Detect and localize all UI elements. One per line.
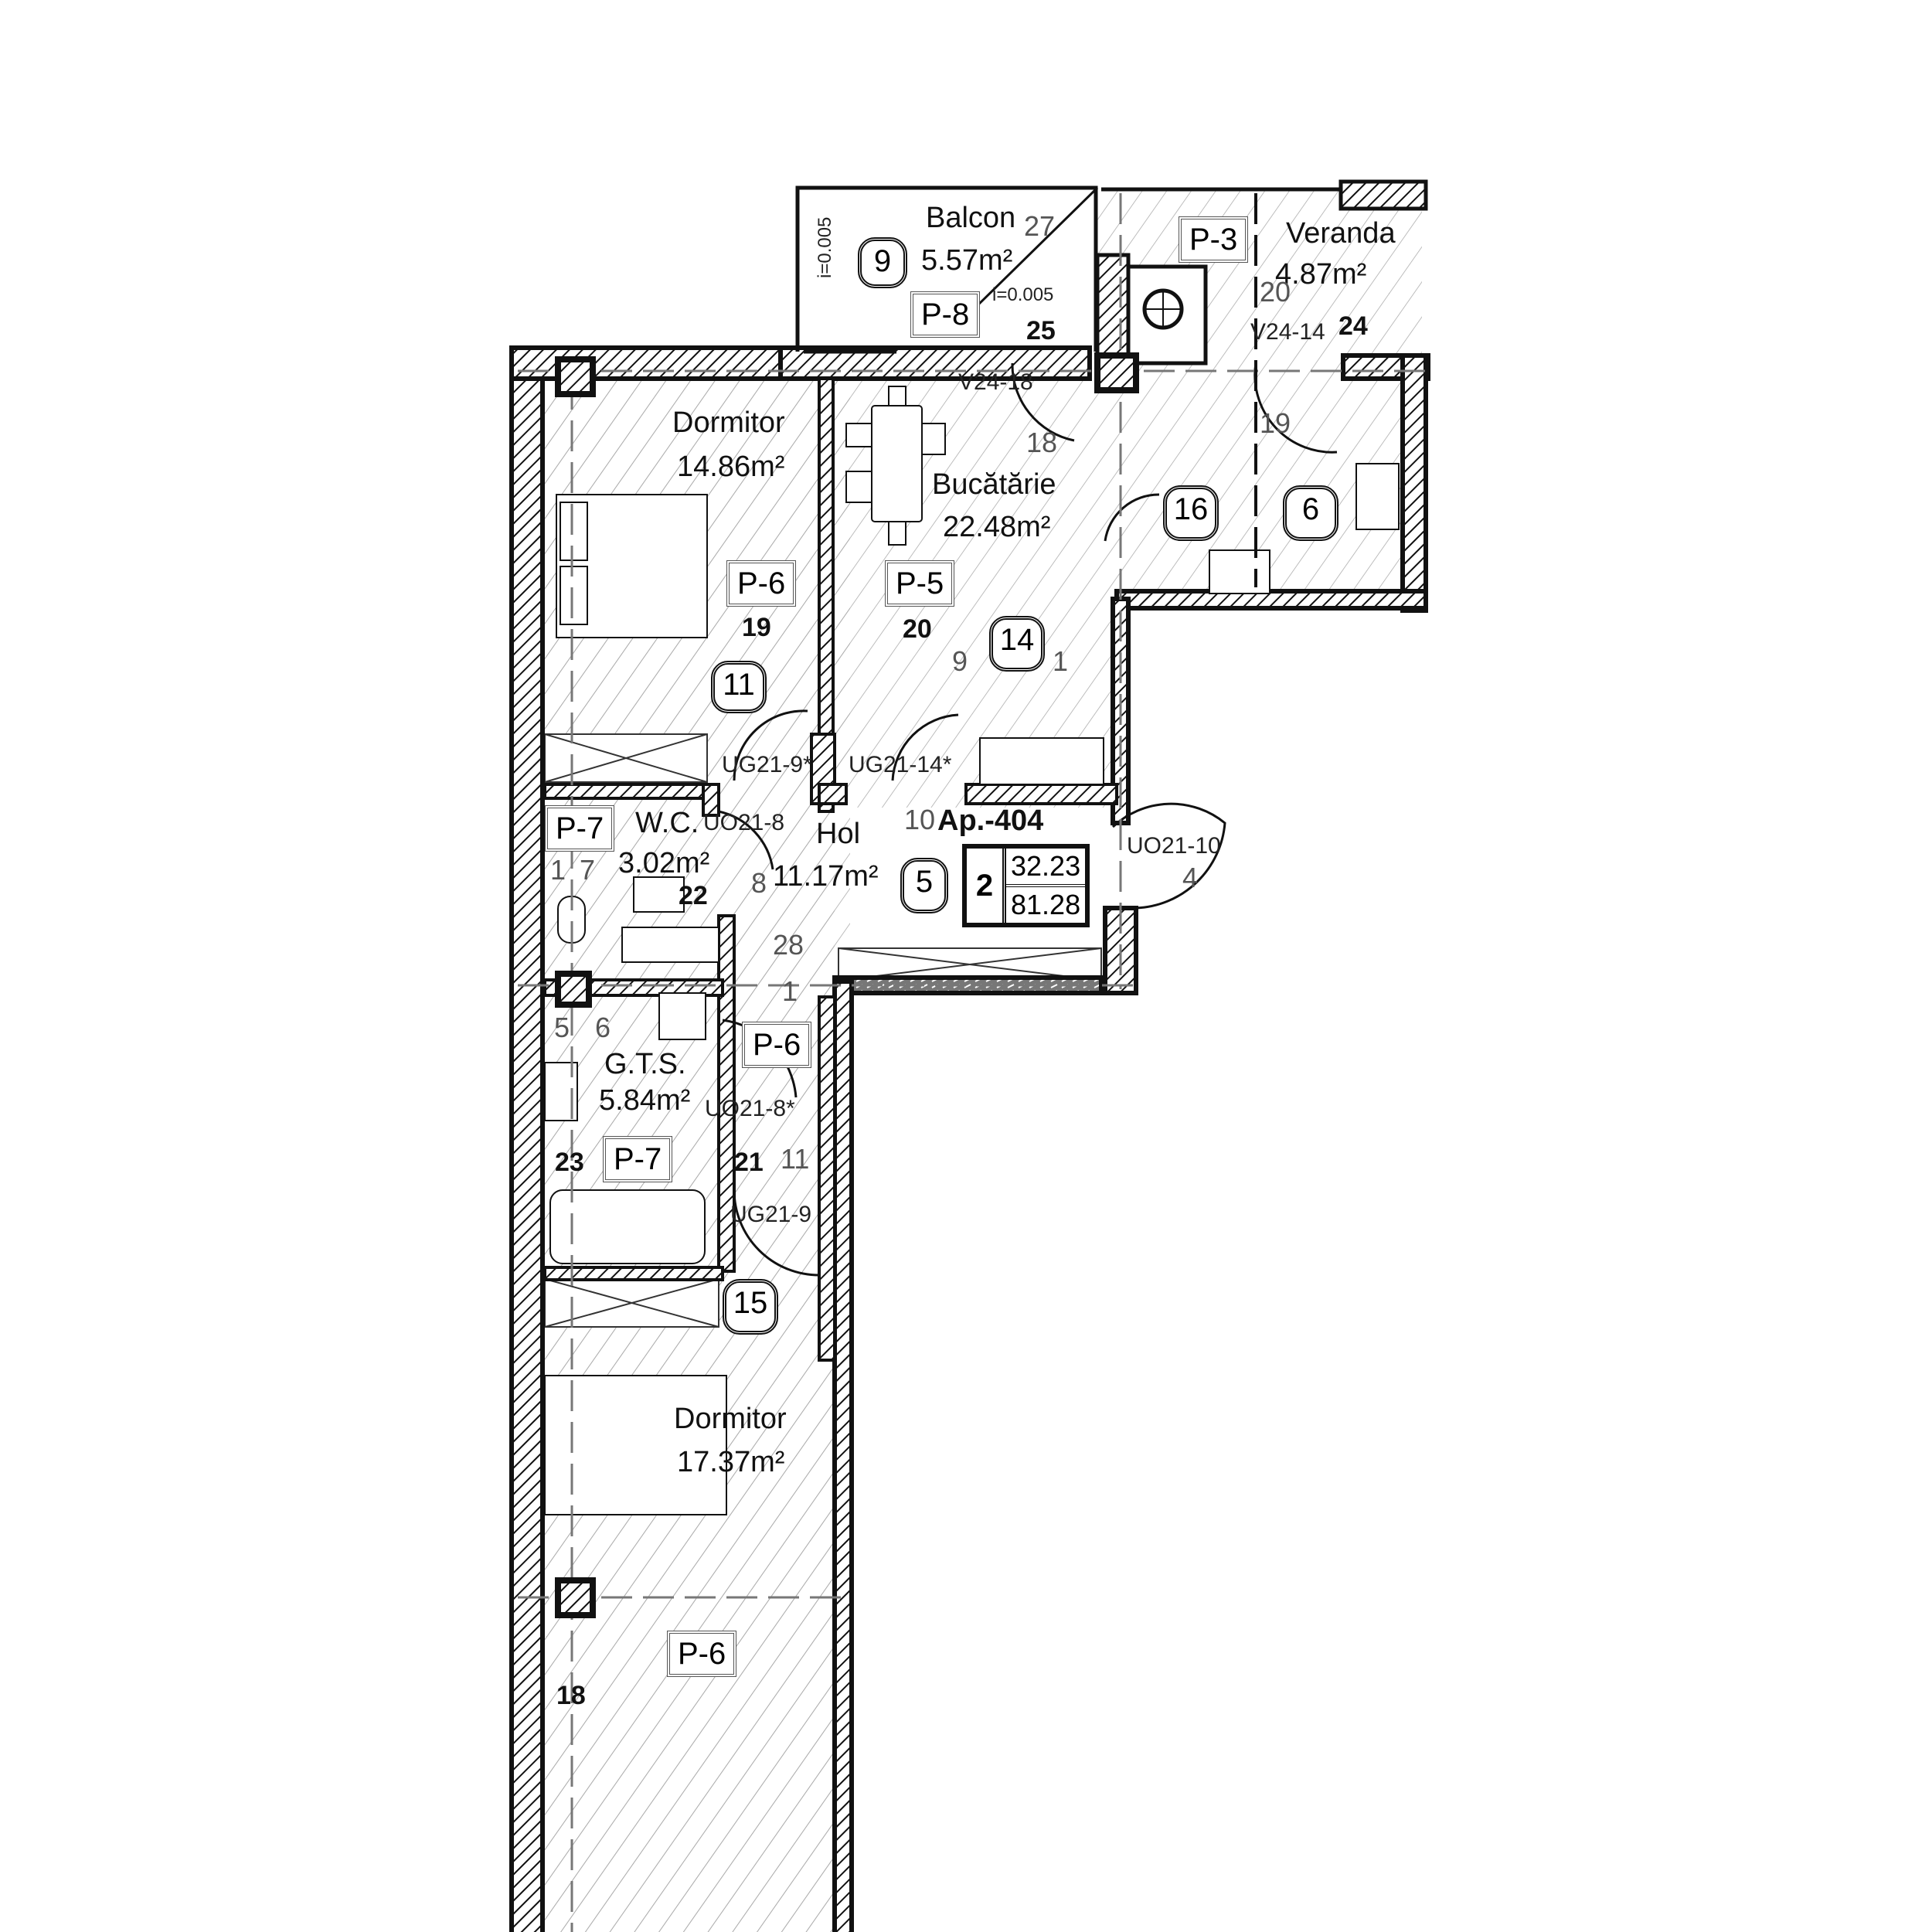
room-number: 19 <box>742 613 771 642</box>
room-number: 20 <box>903 614 932 644</box>
window-code: V24-18 <box>958 369 1033 395</box>
room-number: 18 <box>556 1681 586 1710</box>
marker-bubble: 15 <box>723 1279 778 1335</box>
slope-label-horizontal: i=0.005 <box>992 284 1054 305</box>
shower-tray <box>979 737 1104 785</box>
bed-2 <box>544 1375 727 1515</box>
sink-kitchen <box>1209 549 1270 594</box>
finish-tag: P-6 <box>667 1631 737 1677</box>
total-area: 81.28 <box>1011 889 1081 920</box>
stove <box>1355 463 1400 530</box>
marker-bubble: 5 <box>900 858 948 913</box>
room-name: Dormitor <box>674 1403 787 1435</box>
room-number: 21 <box>734 1148 764 1177</box>
finish-tag: P-6 <box>726 560 797 607</box>
room-number: 22 <box>679 881 708 910</box>
room-area: 4.87m² <box>1275 258 1367 291</box>
leader-number: 1 <box>782 975 798 1007</box>
marker-bubble: 11 <box>711 661 767 713</box>
room-number: 24 <box>1338 311 1368 341</box>
apartment-title: Ap.-404 <box>937 804 1044 837</box>
finish-tag: P-8 <box>910 291 981 338</box>
leader-number: 4 <box>1182 862 1199 893</box>
leader-number: 5 <box>554 1012 570 1043</box>
rooms-count: 2 <box>967 849 1006 923</box>
room-number: 23 <box>555 1148 584 1177</box>
leader-number: 10 <box>904 804 936 835</box>
room-name: Bucătărie <box>932 468 1056 501</box>
leader-number: 11 <box>781 1143 810 1175</box>
veranda-outline <box>1095 179 1428 389</box>
door-code: UO21-10 <box>1127 833 1221 859</box>
room-area: 22.48m² <box>943 511 1051 543</box>
leader-number: 28 <box>773 929 804 961</box>
living-area: 32.23 <box>1006 849 1086 887</box>
room-name: W.C. <box>635 807 699 839</box>
leader-number: 6 <box>595 1012 611 1043</box>
apartment-area-box: 2 32.23 81.28 <box>962 844 1090 927</box>
room-name: Veranda <box>1286 217 1396 250</box>
washbasin-wc <box>633 876 685 913</box>
leader-number: 18 <box>1026 427 1058 458</box>
leader-number: 1 <box>550 854 566 886</box>
leader-number: 20 <box>1260 276 1291 308</box>
marker-bubble: 14 <box>989 616 1045 672</box>
dining-table <box>871 405 923 522</box>
room-area: 3.02m² <box>618 847 710 879</box>
furniture <box>544 386 1400 1515</box>
exterior-walls <box>509 345 1430 1932</box>
finish-tag: P-6 <box>742 1022 812 1068</box>
leader-number: 19 <box>1260 407 1291 439</box>
room-name: G.T.S. <box>604 1048 686 1080</box>
marker-bubble: 16 <box>1163 485 1219 541</box>
wc-tank <box>621 927 719 963</box>
room-number: 25 <box>1026 316 1056 345</box>
finish-tag: P-7 <box>603 1136 673 1182</box>
window-code: V24-14 <box>1250 319 1325 345</box>
door-code: UO21-8 <box>703 810 785 835</box>
room-name: Hol <box>816 818 861 850</box>
boiler <box>658 992 706 1040</box>
room-area: 17.37m² <box>677 1446 785 1478</box>
room-area: 5.57m² <box>921 244 1013 277</box>
interior-walls <box>543 377 1118 1362</box>
finish-tag: P-3 <box>1179 216 1249 263</box>
leader-number: 9 <box>952 645 968 677</box>
marker-bubble: 9 <box>858 237 907 288</box>
finish-tag: P-5 <box>885 560 955 607</box>
door-code: UG21-9* <box>722 752 812 777</box>
room-area: 11.17m² <box>773 860 879 893</box>
columns <box>555 352 1139 1618</box>
door-code: UO21-8* <box>705 1096 795 1121</box>
door-code: UG21-14* <box>849 752 952 777</box>
door-code: UG21-9 <box>730 1202 812 1227</box>
marker-bubble: 6 <box>1283 485 1338 541</box>
bathtub <box>549 1189 706 1264</box>
leader-number: 1 <box>1053 645 1069 677</box>
room-area: 14.86m² <box>677 451 785 483</box>
finish-tag: P-7 <box>545 805 615 852</box>
leader-number: 8 <box>751 867 767 899</box>
leader-number: 27 <box>1024 210 1056 242</box>
room-name: Balcon <box>926 202 1016 234</box>
room-area: 5.84m² <box>599 1084 691 1117</box>
leader-number: 7 <box>580 854 596 886</box>
room-name: Dormitor <box>672 406 785 439</box>
